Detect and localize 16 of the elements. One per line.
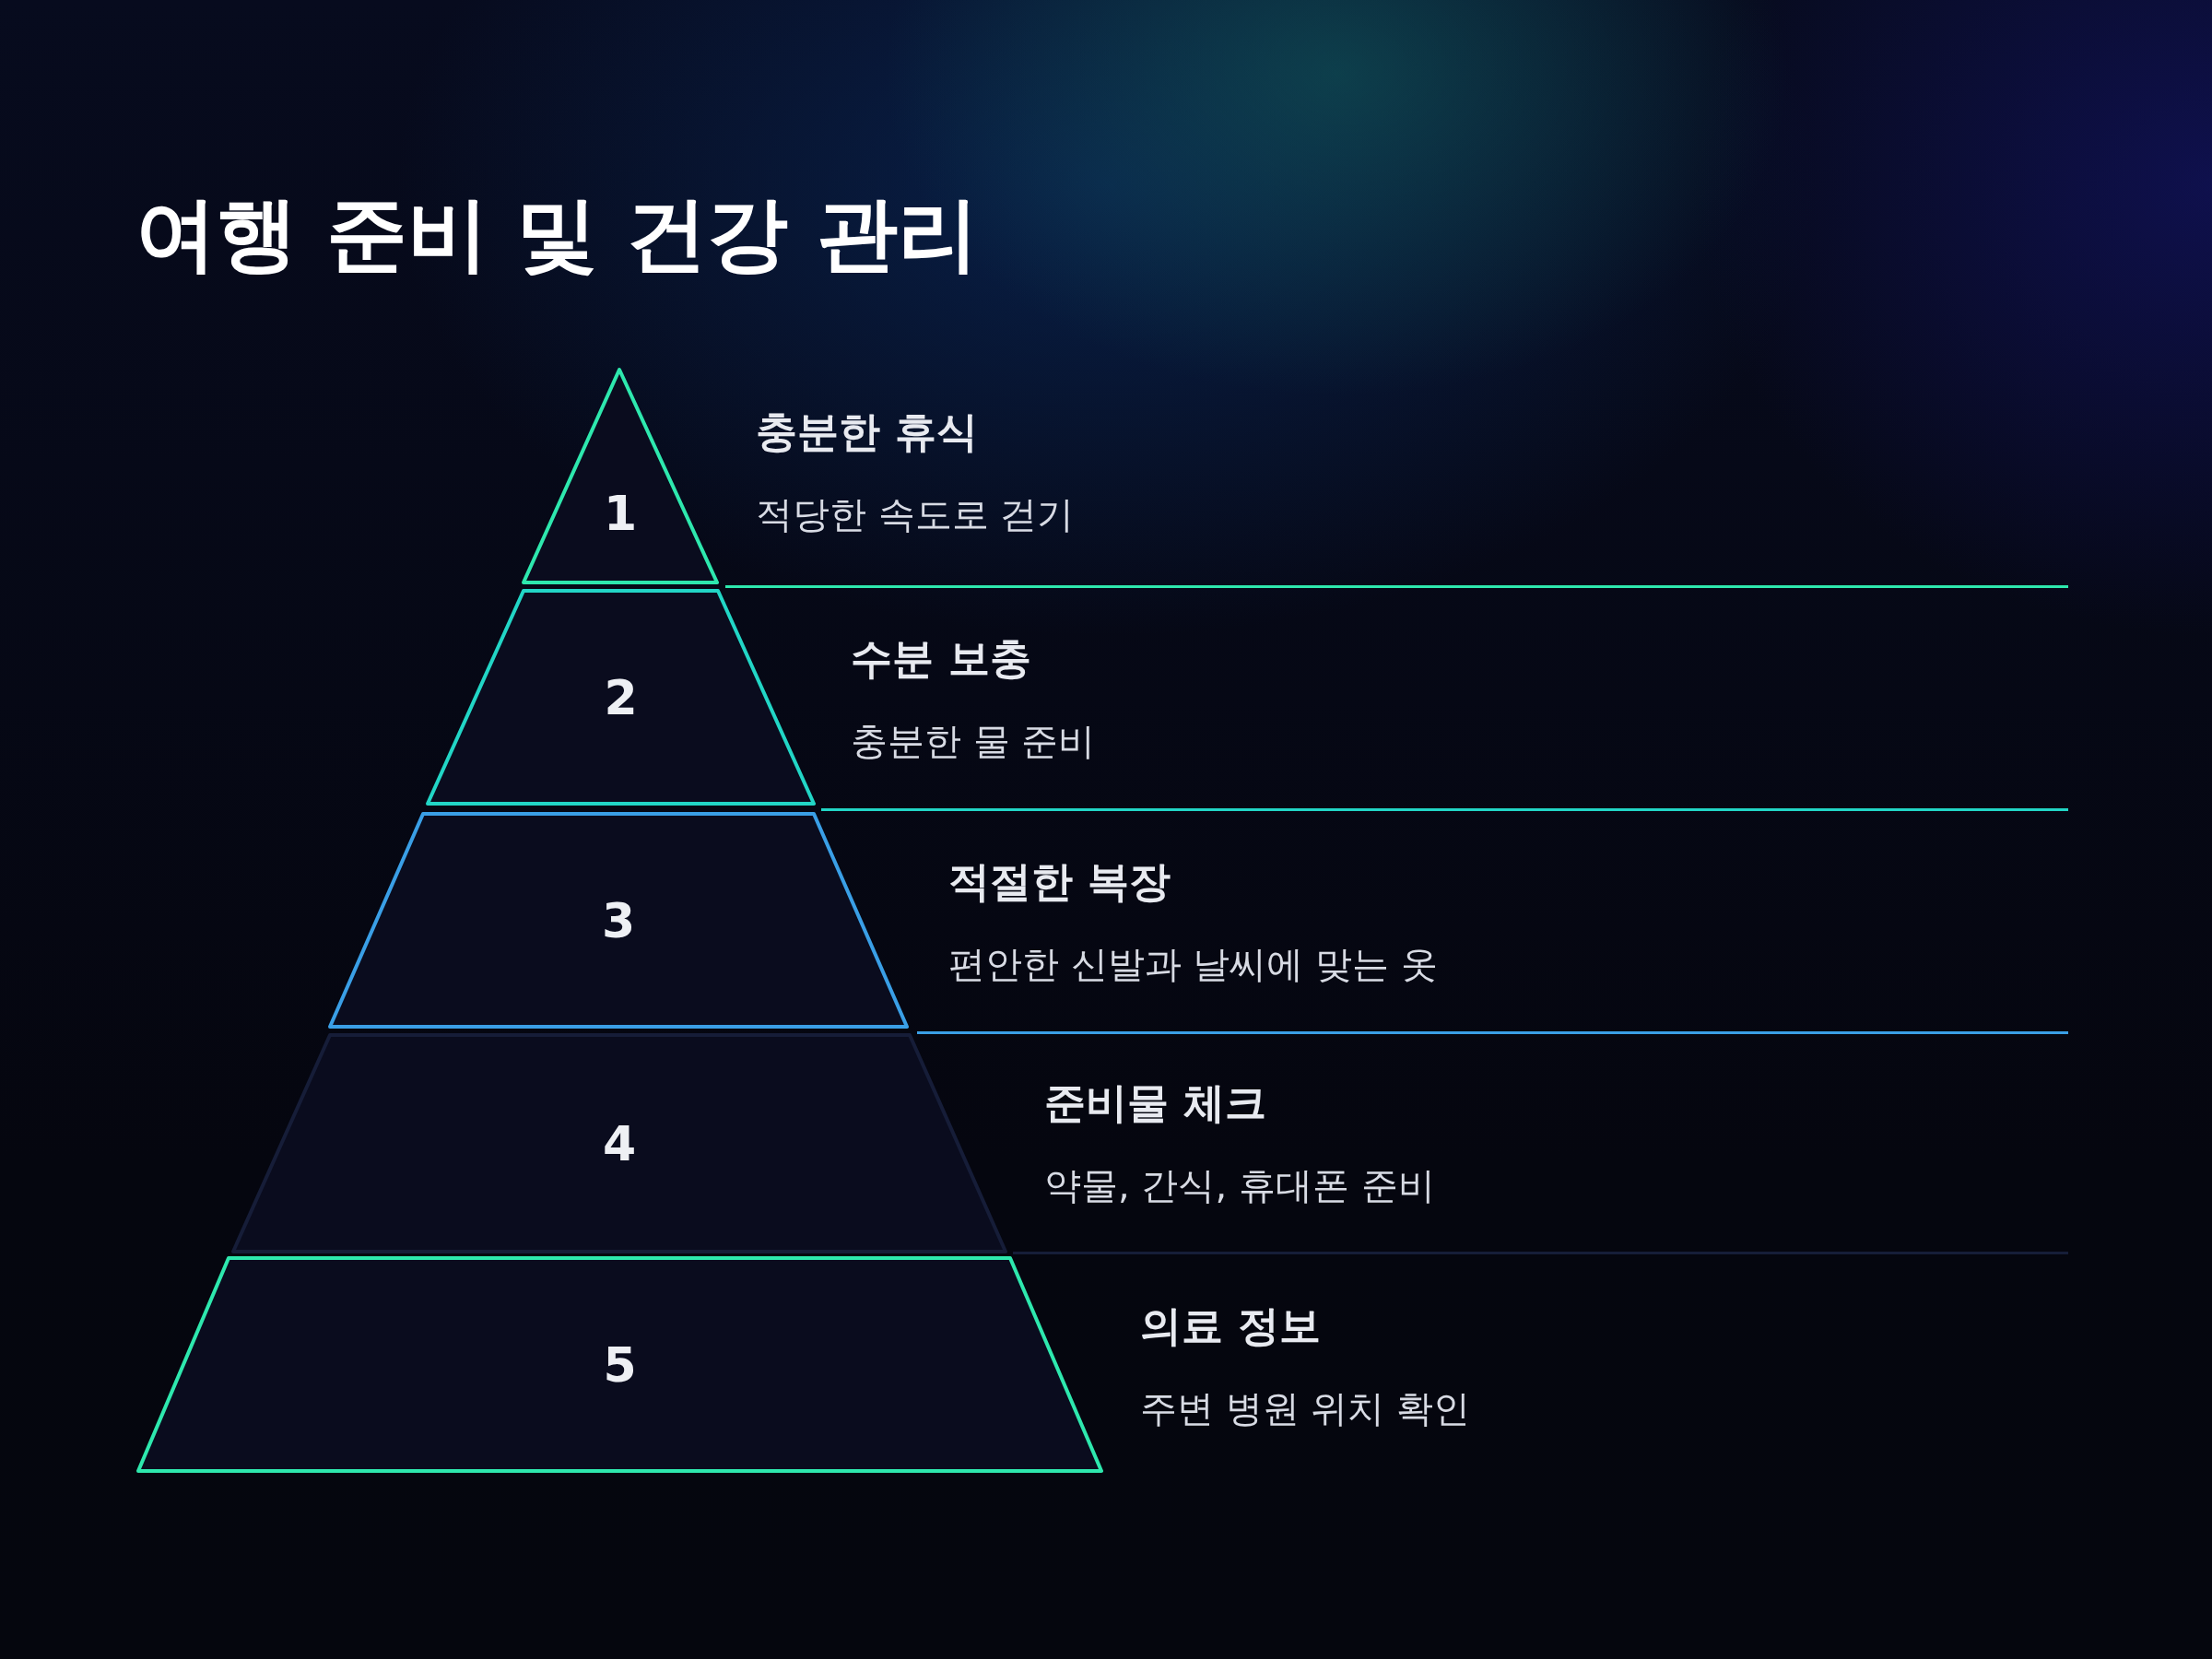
step-description: 적당한 속도로 걷기 — [756, 492, 1075, 537]
step-description: 충분한 물 준비 — [851, 719, 1096, 764]
step-description: 편안한 신발과 날씨에 맞는 옷 — [948, 942, 1438, 987]
step-number: 2 — [604, 669, 638, 725]
step-number: 1 — [603, 485, 638, 541]
step-heading: 충분한 휴식 — [756, 406, 978, 458]
step-number: 3 — [601, 892, 636, 948]
step-heading: 적절한 복장 — [948, 856, 1171, 908]
step-number: 5 — [603, 1336, 637, 1393]
title: 여행 준비 및 건강 관리 — [135, 185, 979, 283]
step-number: 4 — [602, 1115, 637, 1171]
step-description: 약물, 간식, 휴대폰 준비 — [1044, 1163, 1435, 1208]
step-description: 주변 병원 위치 확인 — [1140, 1386, 1471, 1431]
step-heading: 준비물 체크 — [1044, 1077, 1266, 1129]
step-heading: 의료 정보 — [1140, 1300, 1321, 1352]
step-heading: 수분 보충 — [851, 633, 1031, 685]
